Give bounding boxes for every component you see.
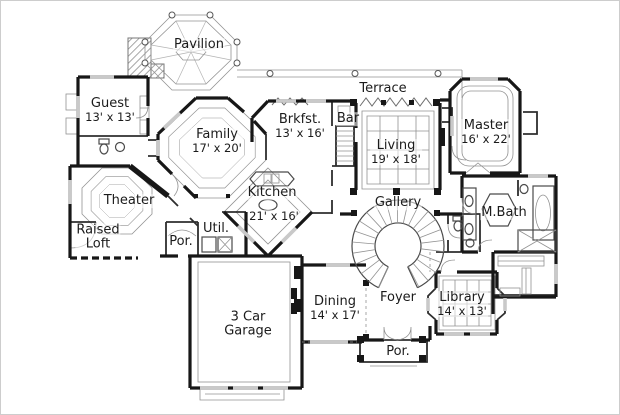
- room-label-kitchen-dims: 21' x 16': [248, 210, 300, 222]
- room-name: Pavilion: [174, 37, 224, 53]
- room-label-porch-front: Por.: [385, 345, 411, 359]
- solid-wall-diagonal: [128, 163, 170, 199]
- room-name: Theater: [103, 193, 155, 209]
- room-label-master-bath: M.Bath: [480, 206, 528, 220]
- room-name: Master: [463, 118, 509, 134]
- room-name: Brkfst.: [278, 112, 322, 128]
- room-dims: 21' x 16': [249, 208, 299, 223]
- room-dims: 13' x 13': [85, 109, 135, 124]
- room-name: 3 Car: [230, 309, 266, 325]
- room-label-porch-left: Por.: [168, 235, 194, 249]
- room-name: Library: [439, 290, 485, 306]
- door-swings: [135, 105, 493, 341]
- room-dims: 19' x 18': [371, 151, 421, 166]
- room-name: Family: [196, 127, 238, 143]
- room-name-line2: Loft: [85, 236, 111, 251]
- windows: [68, 75, 558, 390]
- room-label-pavilion: Pavilion: [173, 38, 225, 52]
- room-label-breakfast: Brkfst.13' x 16': [274, 113, 326, 139]
- back-stair-treads: [336, 130, 354, 162]
- room-dims: 16' x 22': [461, 131, 511, 146]
- fixtures: [98, 105, 557, 297]
- room-label-terrace: Terrace: [358, 81, 408, 97]
- piers: [194, 99, 445, 362]
- room-label-theater: Theater: [102, 193, 156, 209]
- terrace-colonnade: [237, 69, 463, 98]
- room-name: Guest: [90, 96, 130, 112]
- room-name: Terrace: [359, 81, 407, 97]
- room-name: M.Bath: [481, 205, 527, 221]
- pavilion-octagon: [141, 11, 241, 91]
- foyer-staircase: [351, 199, 445, 289]
- window-zigzags: [271, 97, 433, 107]
- room-name: Foyer: [379, 290, 417, 306]
- room-name: Por.: [386, 344, 410, 360]
- room-name: Kitchen: [247, 185, 297, 201]
- room-dims: 13' x 16': [275, 125, 325, 140]
- room-name: Bar: [336, 111, 360, 127]
- room-label-bar: Bar: [335, 111, 361, 127]
- room-name: Raised: [76, 222, 120, 238]
- room-label-gallery: Gallery: [373, 195, 423, 211]
- room-dims: 17' x 20': [192, 140, 242, 155]
- room-name: Por.: [169, 234, 193, 250]
- room-name: Living: [376, 138, 416, 154]
- room-label-utility: Util.: [202, 222, 230, 236]
- room-name: Gallery: [374, 195, 422, 211]
- room-name: Util.: [203, 221, 229, 237]
- room-label-kitchen: Kitchen: [246, 185, 298, 201]
- room-dims: 14' x 17': [310, 307, 360, 322]
- room-name-line2: Garage: [224, 323, 272, 338]
- room-label-foyer: Foyer: [378, 290, 418, 306]
- room-name: Dining: [314, 294, 356, 310]
- room-dims: 14' x 13': [437, 303, 487, 318]
